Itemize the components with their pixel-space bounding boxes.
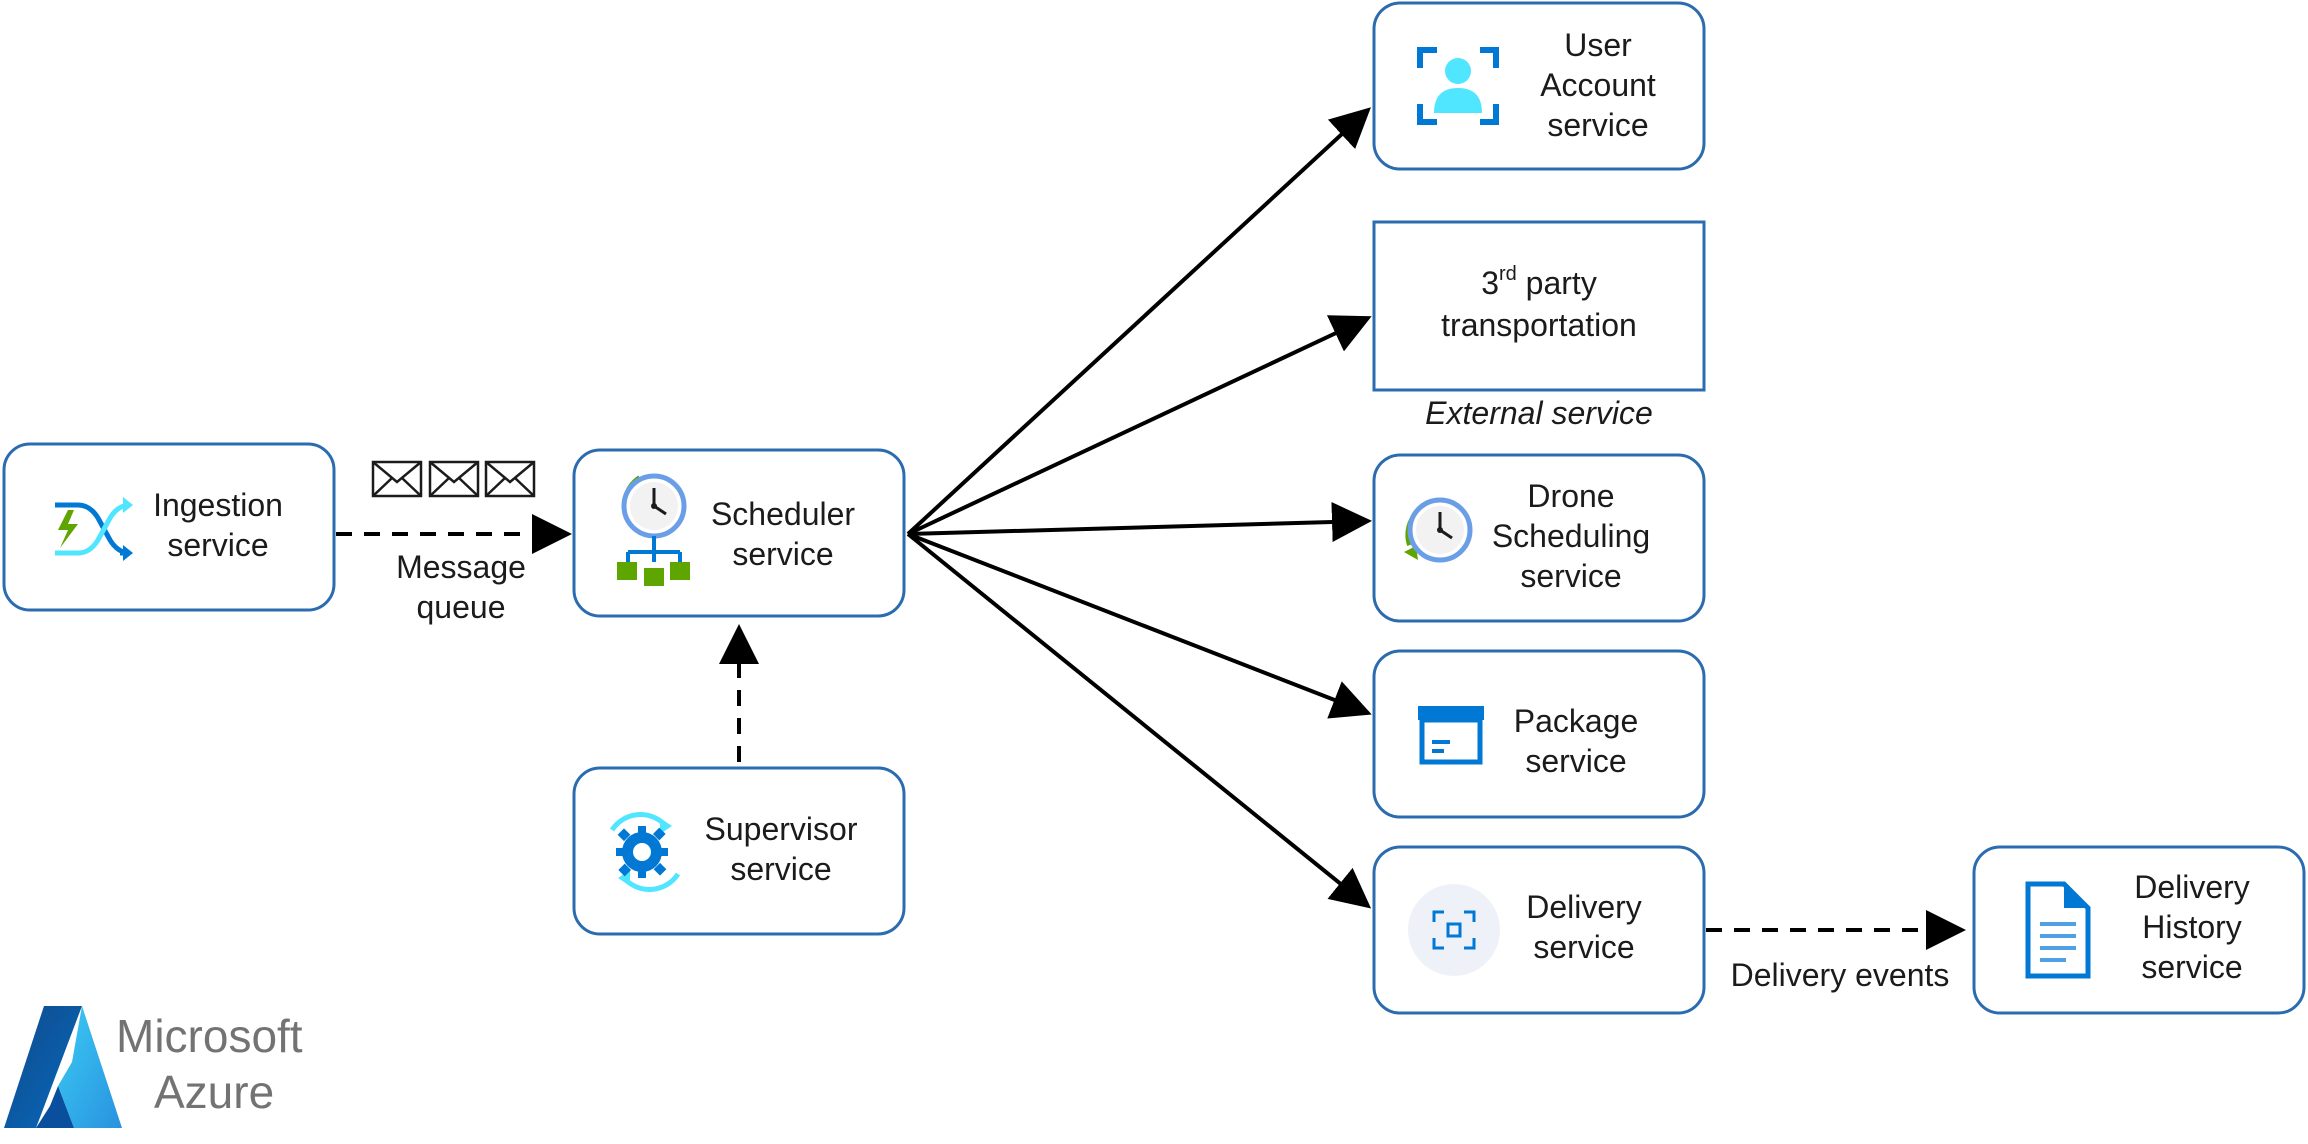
third-party-number: 3 [1481,265,1499,301]
node-package-service[interactable]: Package service [1372,649,1706,819]
edge-scheduler-to-delivery [906,532,1372,909]
azure-logo-icon [4,1006,122,1128]
scheduler-line1: Scheduler [711,496,855,532]
delivery-line1: Delivery [1526,889,1642,925]
microsoft-azure-brand: Microsoft Azure [4,1006,303,1128]
delivery-history-line1: Delivery [2134,869,2250,905]
drone-scheduling-line2: Scheduling [1492,518,1650,554]
delivery-history-line3: service [2141,949,2242,985]
drone-scheduling-line3: service [1520,558,1621,594]
user-account-icon [1417,47,1499,125]
edge-scheduler-to-user-account [906,107,1371,536]
delivery-line2: service [1533,929,1634,965]
node-drone-scheduling-service[interactable]: Drone Scheduling service [1372,453,1706,623]
ingestion-line1: Ingestion [153,487,283,523]
third-party-superscript: rd [1499,263,1517,285]
envelope-icon [428,460,480,498]
package-line2: service [1525,743,1626,779]
scheduler-line2: service [732,536,833,572]
third-party-line1: 3rd party [1481,263,1597,301]
ingestion-icon [55,497,133,561]
scheduler-icon [617,473,690,586]
supervisor-line2: service [730,851,831,887]
edge-scheduler-to-package [907,532,1372,719]
user-account-line3: service [1547,107,1648,143]
delivery-icon [1408,884,1500,976]
drone-scheduling-line1: Drone [1527,478,1614,514]
node-ingestion-service[interactable]: Ingestion service [2,442,336,612]
edge-scheduler-to-drone-scheduling [907,502,1372,543]
envelope-icon [484,460,536,498]
user-account-line1: User [1564,27,1632,63]
clock-icon [1404,497,1473,563]
third-party-rest: party [1517,265,1597,301]
envelope-icon [371,460,423,498]
message-queue-line1: Message [396,549,526,585]
external-service-caption: External service [1425,395,1653,431]
document-icon [2025,881,2091,979]
ingestion-line2: service [167,527,268,563]
message-queue-line2: queue [417,589,506,625]
package-line1: Package [1514,703,1639,739]
supervisor-line1: Supervisor [705,811,858,847]
node-scheduler-service[interactable]: Scheduler service [572,448,906,618]
node-delivery-service[interactable]: Delivery service [1372,845,1706,1015]
package-icon [1418,706,1484,765]
user-account-line2: Account [1540,67,1656,103]
node-supervisor-service[interactable]: Supervisor service [572,766,906,936]
supervisor-gear-icon [609,812,681,892]
delivery-history-line2: History [2142,909,2242,945]
node-third-party-transportation[interactable]: 3rd party transportation [1372,220,1706,392]
node-delivery-history-service[interactable]: Delivery History service [1972,845,2306,1015]
message-queue-label: Message queue [371,460,536,625]
node-user-account-service[interactable]: User Account service [1372,1,1706,171]
delivery-events-label: Delivery events [1731,957,1950,993]
edges [336,107,1966,950]
brand-line2: Azure [154,1066,274,1118]
third-party-line2: transportation [1441,307,1637,343]
edge-scheduler-to-third-party [907,315,1372,536]
brand-line1: Microsoft [116,1010,303,1062]
